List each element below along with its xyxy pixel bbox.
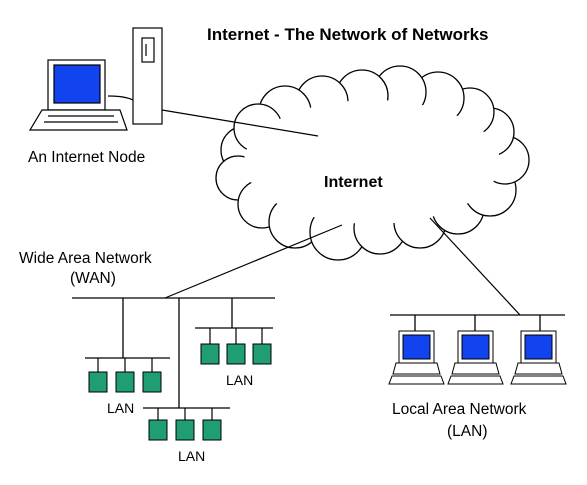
monitor-screen — [53, 64, 101, 104]
internet-node-computer — [28, 27, 163, 131]
cloud-body — [244, 100, 500, 224]
lan-node — [226, 343, 246, 365]
local-lan-label-line2: (LAN) — [447, 423, 487, 440]
lan-computer — [447, 330, 504, 385]
wan-label-line2: (WAN) — [70, 270, 116, 287]
wan-label-line1: Wide Area Network — [19, 250, 152, 267]
lan-group-bottom: LAN — [143, 407, 230, 464]
lan-computer — [388, 330, 445, 385]
lan-node — [252, 343, 272, 365]
lan-group-middle: LAN — [195, 327, 273, 388]
lan-node — [88, 371, 108, 393]
lan-node — [202, 419, 222, 441]
local-lan-label-line1: Local Area Network — [392, 401, 527, 418]
wan-to-cloud-link — [164, 224, 343, 299]
lan-computer — [510, 330, 567, 385]
diagram-title: Internet - The Network of Networks — [207, 25, 488, 44]
wan-backbone — [72, 297, 275, 408]
lan-node — [200, 343, 220, 365]
lan-to-cloud-link — [429, 217, 521, 316]
cloud-label: Internet — [324, 174, 383, 191]
lan-label-bottom: LAN — [178, 448, 205, 464]
lan-node — [142, 371, 162, 393]
internet-node-label: An Internet Node — [28, 149, 145, 166]
lan-label-left: LAN — [107, 400, 134, 416]
local-area-network: Local Area Network (LAN) — [388, 314, 567, 440]
node-to-cloud-link — [161, 109, 319, 137]
lan-node — [115, 371, 135, 393]
lan-node — [175, 419, 195, 441]
lan-node — [148, 419, 168, 441]
lan-label-middle: LAN — [226, 372, 253, 388]
lan-group-left: LAN — [85, 357, 170, 416]
